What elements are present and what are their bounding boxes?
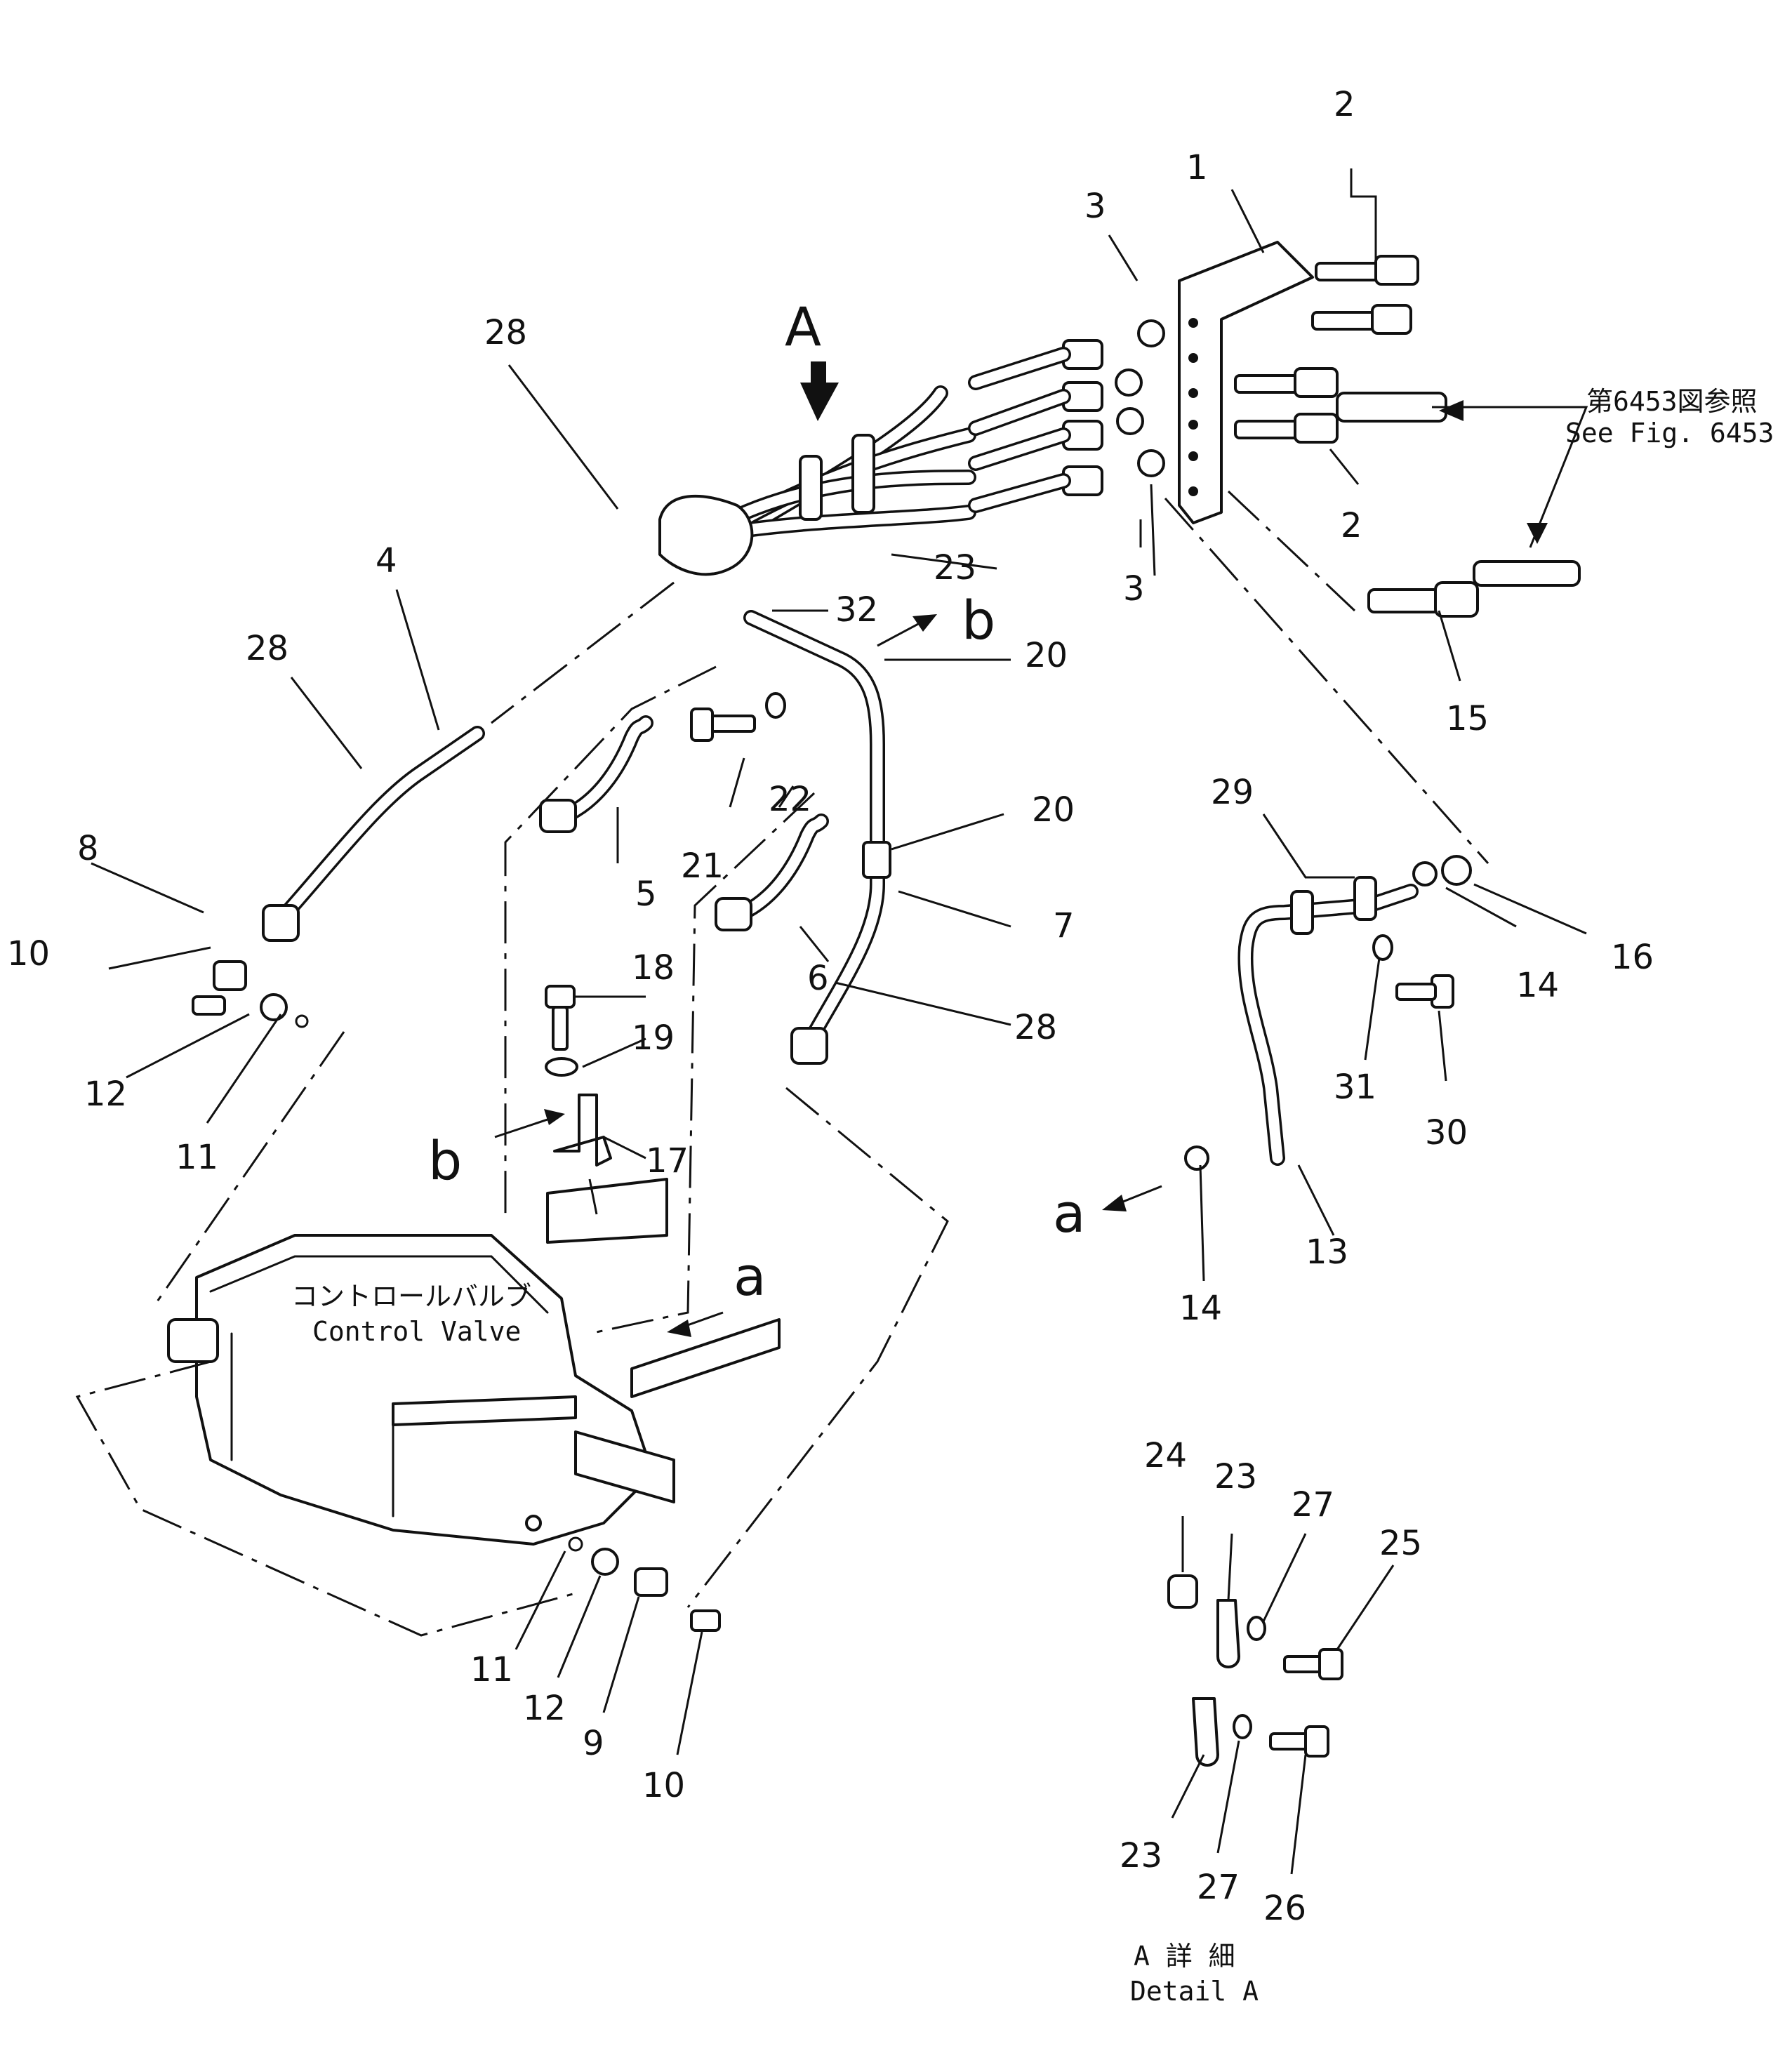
- view-a-marker: A: [785, 295, 821, 358]
- callout-numbers: 2 1 3 3 2 28 28 28 4 23 32 20 20 7 21 22…: [7, 85, 1654, 1928]
- connection-b-marker: b: [962, 589, 995, 651]
- detail-a-parts: [1167, 1574, 1343, 1767]
- detail-a-label: A 詳 細 Detail A: [1130, 1941, 1259, 2007]
- callout-29: 29: [1211, 773, 1254, 812]
- callout-22: 22: [769, 780, 811, 819]
- detail-label-en: Detail A: [1130, 1976, 1259, 2007]
- union-fittings: [1234, 255, 1419, 444]
- callout-11: 11: [175, 1138, 218, 1177]
- callout-20: 20: [1032, 790, 1075, 830]
- callout-7: 7: [1053, 906, 1075, 945]
- callout-23: 23: [934, 548, 976, 587]
- callout-2: 2: [1334, 85, 1355, 124]
- callout-4: 4: [376, 541, 397, 580]
- callout-28: 28: [484, 313, 527, 352]
- callout-27: 27: [1197, 1868, 1240, 1907]
- callout-1: 1: [1186, 148, 1208, 187]
- callout-11: 11: [470, 1650, 513, 1689]
- callout-16: 16: [1611, 938, 1654, 977]
- reference-note: 第6453図参照 See Fig. 6453: [1565, 386, 1774, 449]
- bracket-nuts: [1115, 319, 1165, 477]
- hose-4-assembly: [192, 726, 485, 1028]
- callout-3: 3: [1084, 187, 1106, 226]
- callout-28: 28: [246, 629, 288, 668]
- callout-14: 14: [1179, 1289, 1222, 1328]
- tube-13-assembly: [1184, 855, 1472, 1171]
- connection-b-marker: b: [428, 1129, 462, 1192]
- clip: [553, 1094, 612, 1167]
- callout-17: 17: [646, 1141, 689, 1181]
- callout-19: 19: [632, 1018, 675, 1058]
- hose-protector: [658, 494, 754, 576]
- callout-18: 18: [632, 948, 675, 988]
- callout-2: 2: [1341, 506, 1362, 545]
- view-markers: A b b a a: [428, 295, 1086, 1308]
- callout-26: 26: [1263, 1889, 1306, 1928]
- hose-bundle: [658, 339, 1103, 1065]
- connection-a-marker: a: [1053, 1182, 1086, 1244]
- control-valve-label: コントロールバルブ Control Valve: [291, 1281, 531, 1347]
- callout-27: 27: [1292, 1485, 1334, 1524]
- callout-20: 20: [1025, 636, 1068, 675]
- detail-label-jp: A 詳 細: [1134, 1941, 1235, 1972]
- callout-12: 12: [523, 1689, 566, 1728]
- control-valve-label-en: Control Valve: [312, 1316, 521, 1347]
- callout-3: 3: [1123, 569, 1145, 609]
- callout-12: 12: [84, 1075, 127, 1114]
- connection-a-marker: a: [734, 1245, 766, 1308]
- callout-25: 25: [1379, 1524, 1422, 1563]
- clamp: [851, 434, 875, 514]
- callout-28: 28: [1014, 1008, 1057, 1047]
- clamp: [799, 455, 823, 521]
- callout-13: 13: [1306, 1233, 1348, 1272]
- callout-32: 32: [835, 590, 878, 630]
- callout-24: 24: [1144, 1436, 1187, 1475]
- control-valve-label-jp: コントロールバルブ: [291, 1281, 531, 1312]
- bolts: [545, 692, 1454, 1077]
- callout-5: 5: [635, 875, 657, 914]
- callout-10: 10: [7, 934, 50, 974]
- callout-23: 23: [1120, 1836, 1162, 1875]
- callout-15: 15: [1446, 699, 1489, 738]
- reference-note-jp: 第6453図参照: [1586, 386, 1758, 417]
- reference-note-en: See Fig. 6453: [1565, 418, 1774, 449]
- callout-21: 21: [681, 846, 724, 886]
- callout-23: 23: [1214, 1457, 1257, 1496]
- control-valve: [167, 1178, 781, 1632]
- leader-lines: [91, 168, 1587, 1875]
- callout-6: 6: [807, 959, 829, 998]
- callout-10: 10: [642, 1766, 685, 1805]
- callout-30: 30: [1425, 1113, 1468, 1152]
- callout-8: 8: [77, 829, 99, 868]
- connection-lines: [75, 490, 1489, 1637]
- callout-9: 9: [583, 1724, 604, 1763]
- hoses-5-6: [539, 715, 829, 931]
- arrows: [494, 361, 1162, 1337]
- callout-14: 14: [1516, 966, 1559, 1005]
- bracket-assembly: [1115, 241, 1588, 618]
- callout-31: 31: [1334, 1068, 1376, 1107]
